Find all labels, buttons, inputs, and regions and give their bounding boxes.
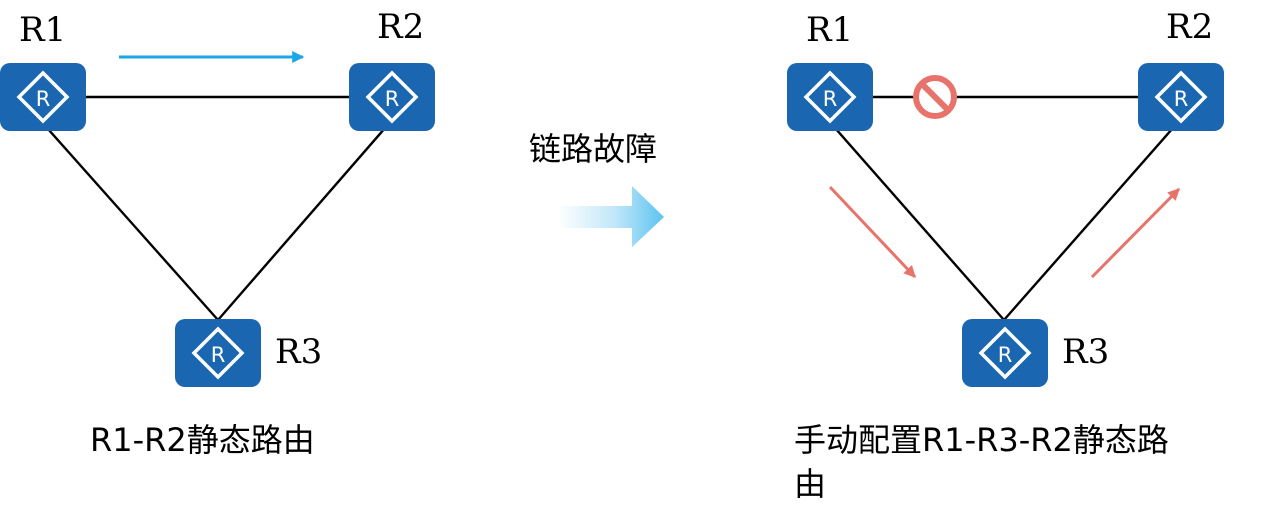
right-arrow-icon [558,186,664,247]
right-caption-line1: 手动配置R1-R3-R2静态路 [794,421,1169,459]
right-topology: R1 R2 R3 手动配置R1-R3-R2静态路 由 [785,7,1226,503]
link-r1-r3 [827,119,1005,321]
router-r2-label: R2 [377,7,424,47]
link-r2-r3 [217,119,393,321]
transition: 链路故障 [529,130,664,247]
router-r2-icon [1136,61,1226,133]
router-r1-icon [785,61,875,133]
router-r2-icon [347,61,437,133]
router-r2-label: R2 [1166,7,1213,47]
right-caption-line2: 由 [794,465,826,503]
link-r1-r3 [39,119,219,321]
router-r3-label: R3 [1062,332,1109,372]
path-arrow-r3-to-r2 [1090,187,1181,279]
no-entry-icon [913,75,957,119]
path-arrow-r1-to-r3 [828,185,917,279]
transition-label: 链路故障 [529,130,657,168]
router-r3-label: R3 [275,332,322,372]
left-caption: R1-R2静态路由 [90,421,315,459]
left-topology: R1 R2 R3 R1-R2静态路由 [0,7,437,459]
router-r3-icon [173,317,263,389]
link-r3-r2 [1003,119,1181,321]
router-r1-icon [0,61,88,133]
router-r1-label: R1 [19,10,66,50]
router-r1-label: R1 [806,10,853,50]
router-r3-icon [960,317,1050,389]
